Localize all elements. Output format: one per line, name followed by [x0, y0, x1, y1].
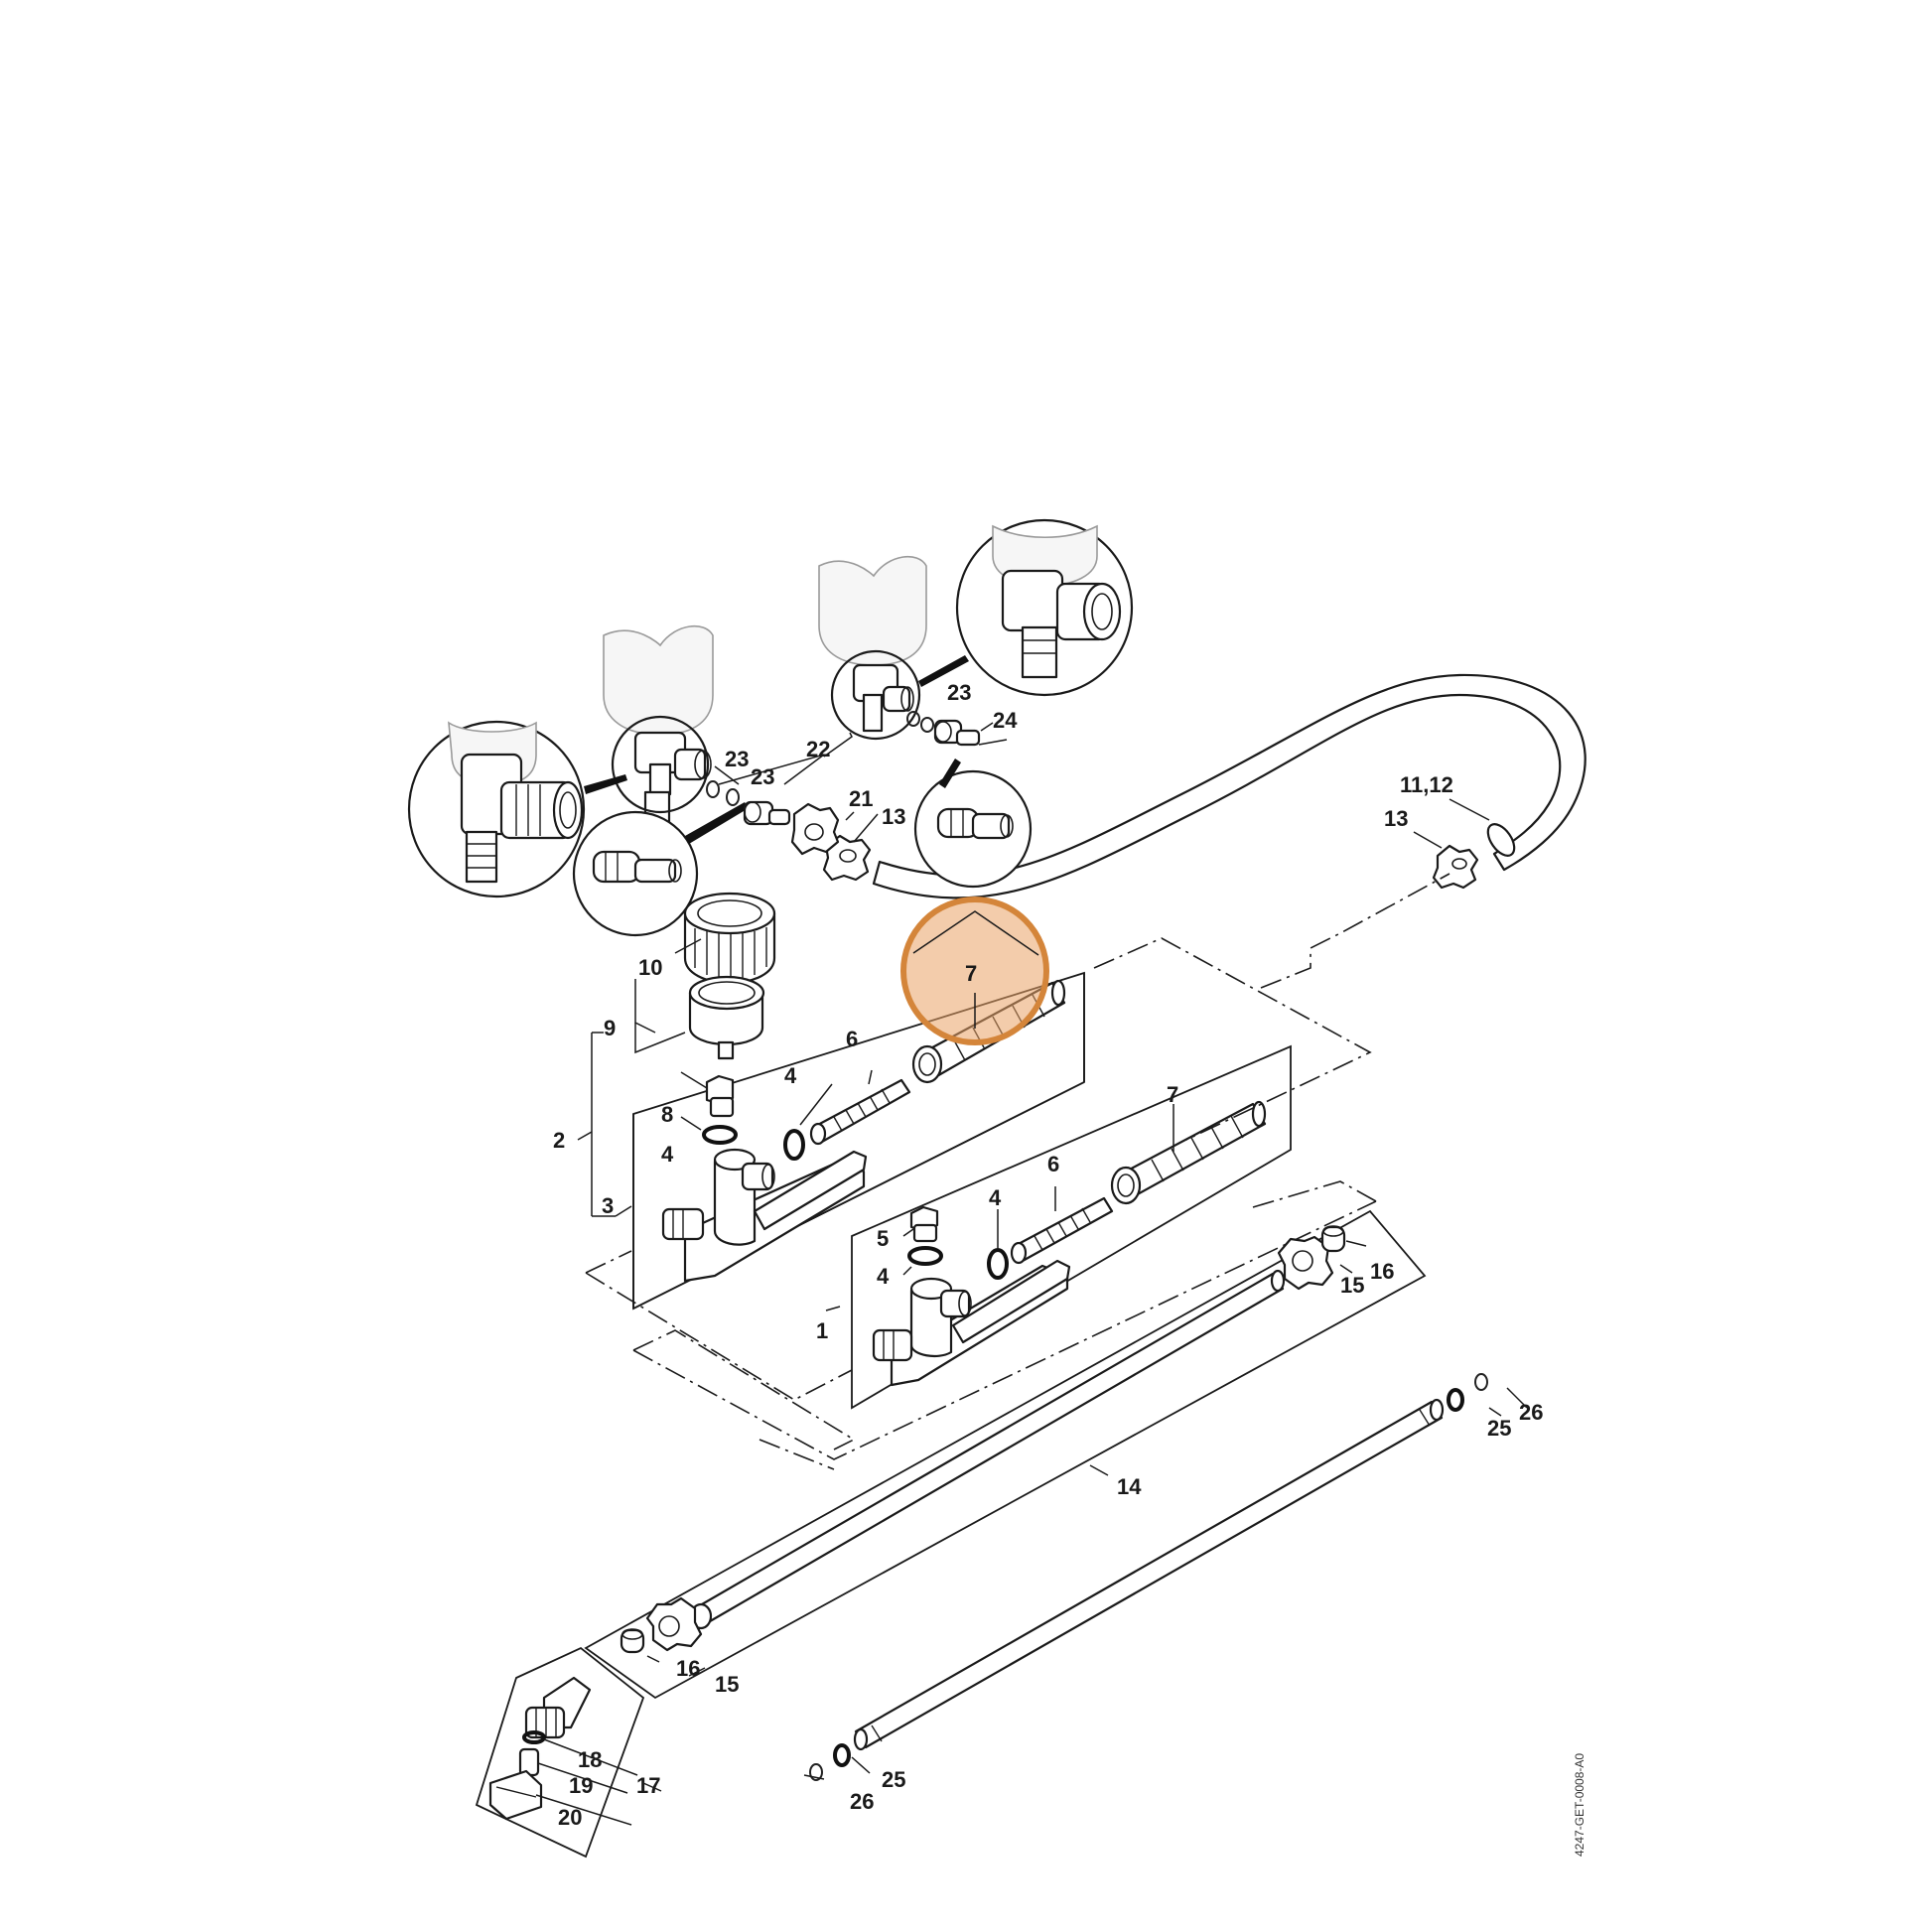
assembly-line-c	[585, 1250, 632, 1274]
label-24: 24	[993, 708, 1018, 733]
o-ring-25-top	[1447, 1388, 1464, 1412]
label-1: 1	[816, 1318, 828, 1343]
o-ring-26-top	[1474, 1373, 1488, 1391]
highlight-marker-7[interactable]	[900, 897, 1049, 1045]
kit-box-lower	[851, 1044, 1292, 1410]
detail-circle-right-large	[918, 518, 1134, 697]
o-ring-4c	[907, 1246, 943, 1266]
label-7b: 7	[1167, 1082, 1178, 1107]
cap-16-lower	[620, 1628, 645, 1654]
tank-left	[603, 624, 714, 826]
lance-box	[584, 1209, 1427, 1700]
plug-5	[909, 1205, 939, 1243]
assembly-line-f	[632, 1200, 1377, 1460]
tank-right	[818, 555, 927, 741]
angle-nozzle	[524, 1676, 592, 1739]
o-ring-4b	[783, 1129, 805, 1161]
o-ring-4d	[987, 1248, 1009, 1280]
union-nut-15-lower	[645, 1596, 703, 1652]
detail-circle-right-small	[913, 759, 1033, 889]
label-5: 5	[877, 1226, 889, 1251]
assembly-line-d	[585, 1272, 853, 1401]
hose-assembly	[872, 673, 1587, 899]
o-ring-4a	[702, 1125, 738, 1145]
union-nut-15-upper	[1277, 1235, 1334, 1291]
label-25b: 25	[882, 1767, 905, 1792]
label-4c: 4	[877, 1264, 890, 1289]
cap-16-upper	[1320, 1225, 1346, 1253]
label-14: 14	[1117, 1474, 1142, 1499]
o-ring-26-bottom	[809, 1763, 823, 1781]
label-26b: 26	[850, 1789, 874, 1814]
label-26a: 26	[1519, 1400, 1543, 1425]
nipple-6-upper	[809, 1078, 911, 1146]
hose-clamp-right	[1432, 844, 1479, 890]
label-11-12: 11,12	[1400, 772, 1453, 797]
o-ring-25-bottom	[833, 1743, 851, 1767]
label-21: 21	[849, 786, 873, 811]
label-8: 8	[661, 1102, 673, 1127]
pressure-gauge	[688, 975, 765, 1060]
label-17: 17	[636, 1773, 660, 1798]
label-7a: 7	[965, 961, 977, 986]
label-4a: 4	[661, 1142, 674, 1167]
leader-lines	[535, 722, 1528, 1826]
nozzle-kit-box	[475, 1646, 645, 1859]
hose-connector-7-lower	[1110, 1100, 1267, 1205]
label-18: 18	[578, 1747, 602, 1772]
label-4b: 4	[784, 1063, 797, 1088]
detail-circle-left-small	[572, 802, 749, 937]
assembly-line-h	[759, 1439, 835, 1470]
pump-body-upper	[661, 1148, 868, 1283]
label-6a: 6	[846, 1027, 858, 1051]
hose-clamp-left	[822, 834, 872, 882]
lance-tube-long	[853, 1398, 1445, 1751]
document-id: 4247-GET-0008-A0	[1573, 1753, 1587, 1857]
label-22: 22	[806, 737, 830, 761]
assembly-line-g	[1252, 1180, 1377, 1208]
label-9: 9	[604, 1016, 616, 1040]
label-16a: 16	[1370, 1259, 1394, 1284]
detail-circle-left-large	[407, 720, 627, 898]
plug-8	[705, 1074, 735, 1118]
pump-body-lower	[872, 1259, 1071, 1387]
part-labels: 1 2 3 4 4 4 4 5 6 6 7 7 8 9 10 11,12 13 …	[553, 680, 1543, 1830]
fitting-group-left	[706, 780, 840, 856]
assembly-line-e	[632, 1329, 856, 1450]
label-6b: 6	[1047, 1152, 1059, 1176]
label-13b: 13	[1384, 806, 1408, 831]
label-2: 2	[553, 1128, 565, 1153]
seal-18	[522, 1730, 546, 1744]
label-15a: 15	[1340, 1273, 1364, 1298]
label-16b: 16	[676, 1656, 700, 1681]
label-13a: 13	[882, 804, 905, 829]
assembly-line-a	[1093, 937, 1372, 1141]
gauge-cover	[683, 892, 776, 985]
fitting-group-right	[906, 711, 981, 747]
label-19: 19	[569, 1773, 593, 1798]
assembly-line-b	[1260, 873, 1450, 989]
label-3: 3	[602, 1193, 614, 1218]
label-15b: 15	[715, 1672, 739, 1697]
label-23a: 23	[725, 747, 749, 771]
nut-20	[488, 1769, 543, 1821]
label-23b: 23	[751, 764, 774, 789]
label-10: 10	[638, 955, 662, 980]
label-23c: 23	[947, 680, 971, 705]
label-20: 20	[558, 1805, 582, 1830]
nipple-6-lower	[1010, 1196, 1114, 1265]
label-25a: 25	[1487, 1416, 1511, 1441]
label-4d: 4	[989, 1185, 1002, 1210]
